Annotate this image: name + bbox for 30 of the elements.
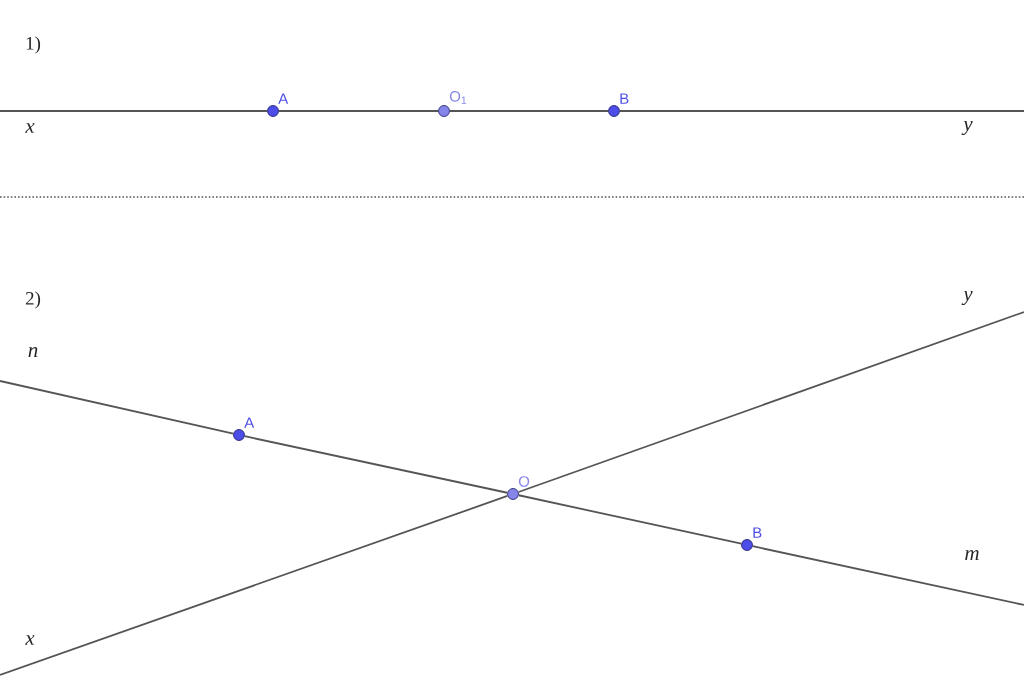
line — [751, 545, 1024, 606]
point-label: A — [244, 417, 255, 428]
point — [608, 105, 620, 117]
line — [517, 311, 1024, 493]
line — [0, 380, 235, 435]
line-name: x — [25, 123, 35, 133]
point — [267, 105, 279, 117]
point-label: O — [518, 476, 530, 487]
line-name: y — [961, 290, 973, 306]
point-label: O$_{1}$ — [449, 91, 467, 104]
point — [507, 488, 519, 500]
line — [449, 110, 609, 112]
part-number: 1) — [26, 36, 41, 54]
line-name: y — [961, 120, 973, 136]
point — [741, 539, 753, 551]
point-label: B — [620, 93, 629, 104]
point-label: B — [753, 527, 762, 538]
line — [0, 110, 268, 112]
point — [233, 429, 245, 441]
line — [619, 110, 1024, 112]
line-name: m — [965, 550, 979, 560]
line — [278, 110, 439, 112]
point — [438, 105, 450, 117]
line — [517, 494, 743, 545]
line-name: x — [25, 635, 35, 645]
line — [243, 435, 509, 494]
line-name: n — [28, 347, 38, 357]
part-number: 2) — [25, 291, 41, 309]
point-label: A — [278, 93, 289, 104]
line — [0, 495, 509, 676]
